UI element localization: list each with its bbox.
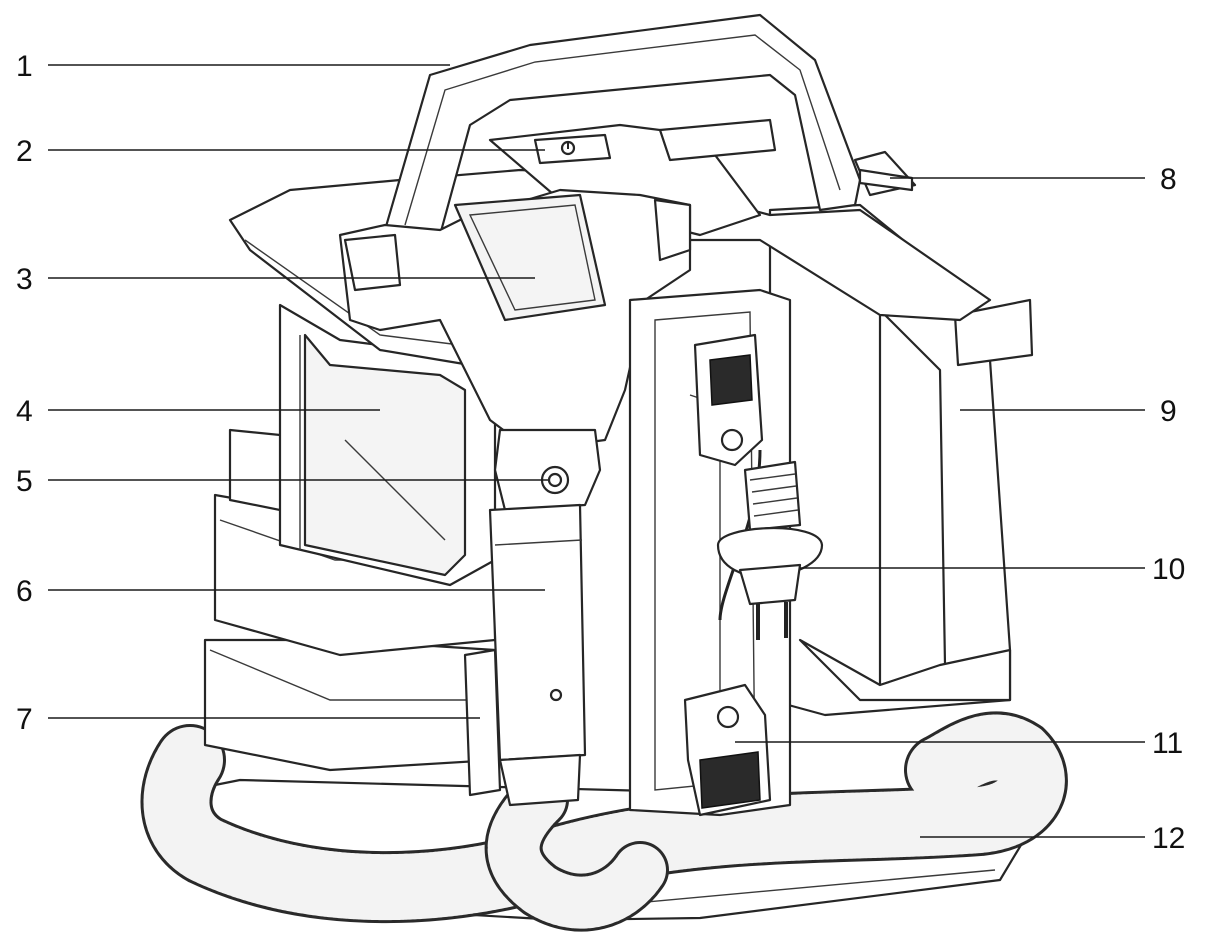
callout-8: 8	[1160, 163, 1177, 196]
callout-1: 1	[16, 50, 33, 83]
spray-nozzle-head	[338, 188, 692, 452]
power-button-area	[488, 118, 777, 237]
callout-10: 10	[1152, 553, 1185, 586]
callout-3: 3	[16, 263, 33, 296]
upper-cord-hook	[693, 333, 764, 467]
callout-12: 12	[1152, 822, 1185, 855]
callout-5: 5	[16, 465, 33, 498]
callout-6: 6	[16, 575, 33, 608]
lower-cord-hook	[683, 683, 772, 817]
tank-latch	[853, 150, 917, 197]
hose-handle	[463, 428, 602, 807]
hose	[140, 711, 1068, 932]
callout-9: 9	[1160, 395, 1177, 428]
callout-2: 2	[16, 135, 33, 168]
callout-4: 4	[16, 395, 33, 428]
clean-water-tank	[278, 303, 497, 587]
callout-labels: 1 2 3 4 5 6 7 8 9 10 11 12	[16, 50, 1185, 855]
callout-11: 11	[1152, 727, 1183, 760]
dirty-water-tank	[768, 203, 1034, 717]
callout-leaders	[48, 64, 1145, 838]
carry-handle	[383, 13, 862, 237]
power-plug	[716, 449, 824, 640]
callout-7: 7	[16, 703, 33, 736]
